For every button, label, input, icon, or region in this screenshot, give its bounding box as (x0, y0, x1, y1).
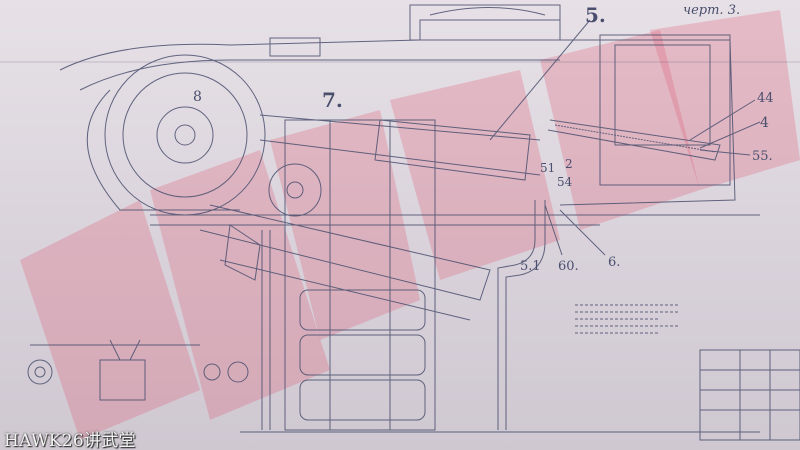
callout-7: 7. (322, 88, 343, 112)
callout-51: 51 (540, 161, 556, 175)
callout-5: 5. (585, 3, 606, 27)
callout-54: 54 (557, 175, 573, 189)
callout-6: 6. (608, 255, 621, 270)
sheet-label: черт. 3. (683, 3, 741, 18)
watermark-credit: HAWK26讲武堂 (4, 431, 136, 450)
callout-55: 55. (752, 149, 773, 164)
drawing-lines (0, 4, 800, 441)
callout-4: 4 (760, 115, 769, 131)
callout-8: 8 (193, 89, 202, 105)
callout-2: 2 (565, 157, 573, 171)
callout-60: 60. (558, 259, 579, 274)
callout-5-1: 5.1 (520, 259, 541, 274)
callout-44: 44 (757, 91, 774, 106)
